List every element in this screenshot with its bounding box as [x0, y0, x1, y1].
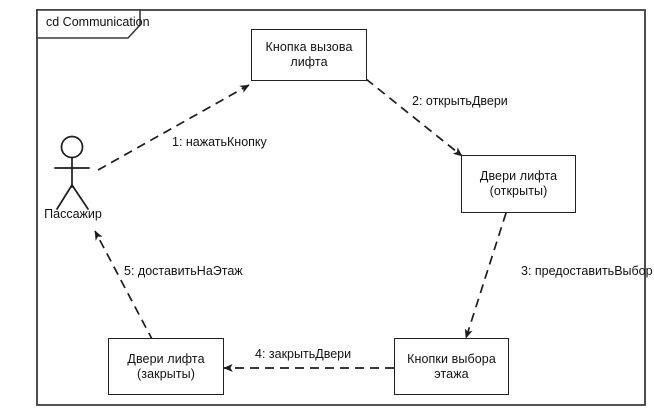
node-floor-buttons[interactable]: Кнопки выбора этажа [394, 338, 509, 395]
frame-border [36, 9, 646, 406]
message-label-3: 3: предоставитьВыбор [521, 264, 653, 278]
node-doors-open-label: Двери лифта (открыты) [479, 169, 558, 198]
message-label-2: 2: открытьДвери [412, 94, 508, 108]
message-label-4: 4: закрытьДвери [255, 347, 352, 361]
message-label-1: 1: нажатьКнопку [172, 135, 267, 149]
stick-figure-actor-icon [54, 135, 90, 210]
message-arrow-3 [464, 212, 507, 339]
message-arrow-2 [365, 78, 463, 157]
frame-title: cd Communication [46, 15, 150, 29]
message-arrow-5 [94, 230, 154, 342]
node-doors-closed-label: Двери лифта (закрыты) [127, 351, 205, 381]
node-floor-buttons-label: Кнопки выбора этажа [407, 351, 496, 381]
node-doors-closed[interactable]: Двери лифта (закрыты) [108, 338, 224, 395]
node-call-button-label: Кнопка вызова лифта [265, 40, 353, 69]
actor-label: Пассажир [44, 207, 102, 221]
frame-name-tab [36, 9, 141, 39]
node-doors-open[interactable]: Двери лифта (открыты) [461, 155, 576, 213]
message-arrow-1 [97, 84, 250, 171]
node-call-button[interactable]: Кнопка вызова лифта [251, 29, 367, 81]
message-label-5: 5: доставитьНаЭтаж [124, 264, 243, 278]
